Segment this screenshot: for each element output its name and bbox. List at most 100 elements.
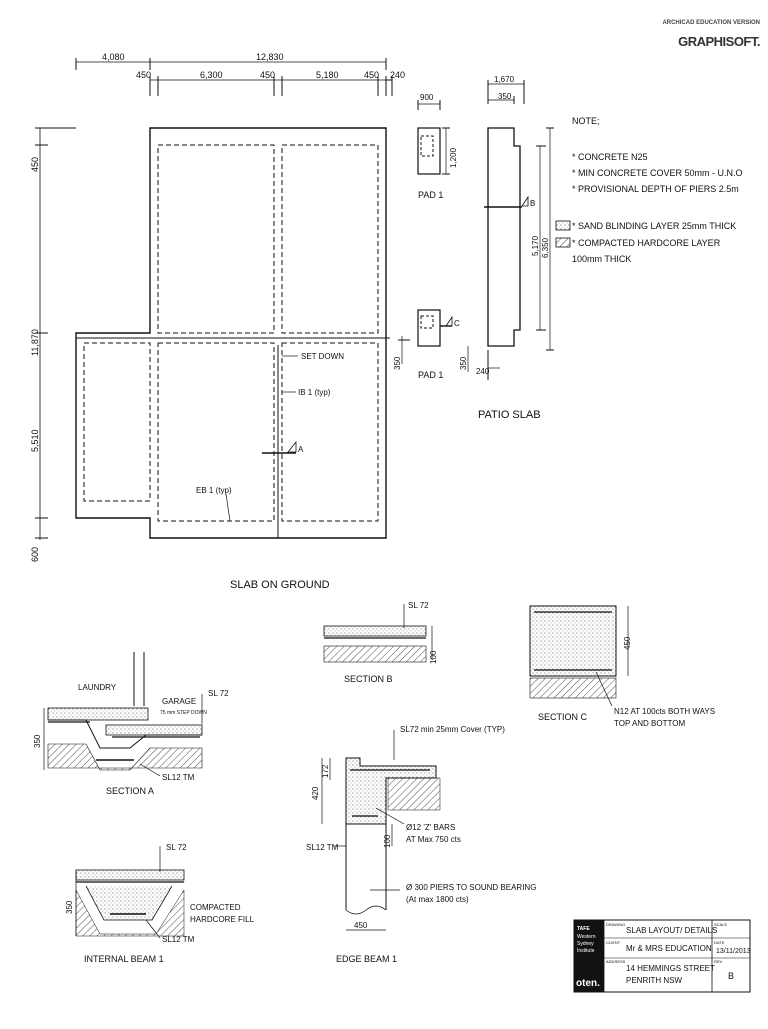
plan-title: SLAB ON GROUND bbox=[230, 579, 330, 591]
dim-left-450: 450 bbox=[30, 157, 40, 172]
patio-dim-350b: 350 bbox=[459, 356, 468, 370]
tb-western: Western bbox=[577, 934, 596, 940]
tb-tafe: TAFE bbox=[577, 926, 590, 932]
label-eb1: EB 1 (typ) bbox=[196, 486, 232, 495]
tb-drawing-label: DRAWING bbox=[606, 922, 625, 927]
sa-sl72: SL 72 bbox=[208, 689, 229, 698]
dim-450-b: 450 bbox=[260, 70, 275, 80]
ib-fill-1: COMPACTED bbox=[190, 903, 241, 912]
section-a bbox=[43, 652, 203, 777]
tb-sydney: Sydney bbox=[577, 941, 594, 947]
notes: NOTE; * CONCRETE N25 * MIN CONCRETE COVE… bbox=[555, 116, 743, 264]
sc-title: SECTION C bbox=[538, 712, 588, 722]
dim-240: 240 bbox=[390, 70, 405, 80]
pad-dim-350: 350 bbox=[393, 356, 402, 370]
ib-dim: 350 bbox=[65, 900, 74, 914]
eb-dim-420: 420 bbox=[311, 786, 320, 800]
note-1: * CONCRETE N25 bbox=[572, 152, 648, 162]
sa-laundry: LAUNDRY bbox=[78, 683, 117, 692]
internal-beam bbox=[75, 846, 185, 939]
patio-dim-6350: 6,350 bbox=[541, 237, 550, 258]
tb-rev-label: REV bbox=[714, 959, 723, 964]
section-a-marker: A bbox=[298, 445, 304, 454]
legend-sand: * SAND BLINDING LAYER 25mm THICK bbox=[572, 221, 736, 231]
dim-left-600: 600 bbox=[30, 547, 40, 562]
patio-text: 1,670 350 B 5,170 6,350 350 240 PATIO SL… bbox=[459, 75, 550, 421]
section-a-text: LAUNDRY GARAGE 75 mm STEP DOWN SL 72 SL1… bbox=[33, 683, 229, 796]
section-c-marker: C bbox=[454, 319, 460, 328]
tb-date-label: DATE bbox=[714, 940, 725, 945]
sb-dim: 100 bbox=[429, 650, 438, 664]
watermark-edition: ARCHICAD EDUCATION VERSION bbox=[662, 20, 760, 26]
tb-client: Mr & MRS EDUCATION bbox=[626, 944, 712, 953]
section-b-text: SL 72 100 SECTION B bbox=[344, 601, 438, 684]
tb-institute: Institute bbox=[577, 948, 595, 954]
dim-4080: 4,080 bbox=[102, 52, 125, 62]
pad-label-bottom: PAD 1 bbox=[418, 370, 443, 380]
tb-drawing: SLAB LAYOUT/ DETAILS bbox=[626, 926, 717, 935]
patio-dim-1670: 1,670 bbox=[494, 75, 515, 84]
note-2: * MIN CONCRETE COVER 50mm - U.N.O bbox=[572, 168, 743, 178]
tb-address-label: ADDRESS bbox=[606, 959, 626, 964]
eb-zbars-1: Ø12 'Z' BARS bbox=[406, 823, 455, 832]
pad-label-top: PAD 1 bbox=[418, 190, 443, 200]
eb-title: EDGE BEAM 1 bbox=[336, 954, 397, 964]
dim-12830: 12,830 bbox=[256, 52, 284, 62]
sc-note-2: TOP AND BOTTOM bbox=[614, 719, 685, 728]
edge-beam-text: SL72 min 25mm Cover (TYP) 420 172 100 Ø1… bbox=[306, 725, 536, 964]
tb-address-2: PENRITH NSW bbox=[626, 976, 682, 985]
eb-dim-100: 100 bbox=[383, 834, 392, 848]
section-b bbox=[323, 604, 433, 663]
patio-dim-5170: 5,170 bbox=[531, 235, 540, 256]
sa-dim: 350 bbox=[33, 734, 42, 748]
patio-dim-350: 350 bbox=[498, 92, 512, 101]
dim-left-5510: 5,510 bbox=[30, 429, 40, 452]
label-set-down: SET DOWN bbox=[301, 352, 344, 361]
dim-5180: 5,180 bbox=[316, 70, 339, 80]
eb-cover: SL72 min 25mm Cover (TYP) bbox=[400, 725, 505, 734]
dim-450-a: 450 bbox=[136, 70, 151, 80]
dim-450-c: 450 bbox=[364, 70, 379, 80]
plan-text: 4,080 12,830 450 6,300 450 5,180 450 240… bbox=[30, 52, 405, 591]
ib-sl72: SL 72 bbox=[166, 843, 187, 852]
legend-hardcore-swatch bbox=[555, 237, 571, 248]
title-block-text: TAFE Western Sydney Institute oten. DRAW… bbox=[576, 922, 751, 989]
eb-zbars-2: AT Max 750 cts bbox=[406, 835, 461, 844]
pads bbox=[398, 100, 453, 364]
legend-hardcore: * COMPACTED HARDCORE LAYER bbox=[572, 238, 721, 248]
ib-sl12: SL12 TM bbox=[162, 935, 195, 944]
legend-sand-swatch bbox=[555, 220, 571, 231]
notes-heading: NOTE; bbox=[572, 116, 600, 126]
dim-6300: 6,300 bbox=[200, 70, 223, 80]
sb-sl72: SL 72 bbox=[408, 601, 429, 610]
tb-rev: B bbox=[728, 971, 734, 981]
section-c bbox=[529, 605, 629, 707]
edge-beam bbox=[321, 730, 441, 931]
tb-client-label: CLIENT bbox=[606, 940, 621, 945]
tb-date: 13/11/2013 bbox=[716, 948, 751, 955]
tb-oten: oten. bbox=[576, 978, 600, 989]
ib-title: INTERNAL BEAM 1 bbox=[84, 954, 164, 964]
slab-plan bbox=[35, 58, 393, 540]
sa-step: 75 mm STEP DOWN bbox=[160, 710, 207, 716]
eb-piers-2: (At max 1800 cts) bbox=[406, 895, 469, 904]
eb-piers-1: Ø 300 PIERS TO SOUND BEARING bbox=[406, 883, 536, 892]
sc-note-1: N12 AT 100cts BOTH WAYS bbox=[614, 707, 715, 716]
sa-title: SECTION A bbox=[106, 786, 154, 796]
patio-slab bbox=[467, 80, 554, 380]
eb-dim-172: 172 bbox=[321, 764, 330, 778]
sb-title: SECTION B bbox=[344, 674, 393, 684]
sc-dim: 450 bbox=[623, 636, 632, 650]
legend-hardcore-2: 100mm THICK bbox=[572, 254, 631, 264]
patio-title: PATIO SLAB bbox=[478, 409, 541, 421]
note-3: * PROVISIONAL DEPTH OF PIERS 2.5m bbox=[572, 184, 739, 194]
patio-dim-240: 240 bbox=[476, 367, 490, 376]
pad-dim-900: 900 bbox=[420, 93, 434, 102]
tb-address-1: 14 HEMMINGS STREET bbox=[626, 964, 715, 973]
eb-sl12: SL12 TM bbox=[306, 843, 339, 852]
label-ib1: IB 1 (typ) bbox=[298, 388, 331, 397]
tb-scale-label: SCALE bbox=[714, 922, 727, 927]
section-b-marker: B bbox=[530, 199, 535, 208]
